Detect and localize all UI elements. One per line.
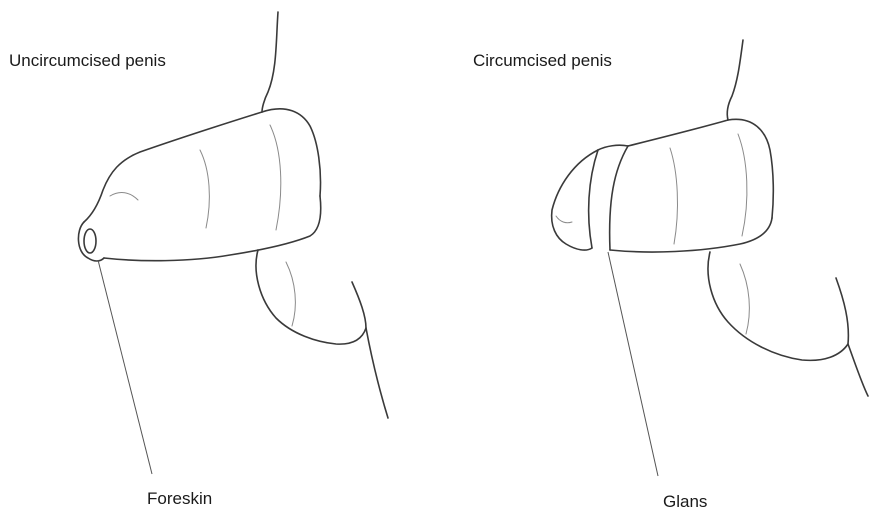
left-shaft-end <box>262 109 321 196</box>
left-fold-3 <box>270 125 281 230</box>
uncircumcised-illustration <box>78 12 388 418</box>
right-shaft-bottom <box>610 218 772 252</box>
uncircumcised-label: Uncircumcised penis <box>9 52 166 69</box>
right-body-contour <box>727 40 743 120</box>
left-body-contour <box>262 12 278 112</box>
left-scrotum-fold <box>286 262 295 326</box>
right-glans <box>552 150 598 250</box>
right-glans-meatus <box>556 216 572 223</box>
right-corona-outer <box>610 146 628 250</box>
right-shaft-top <box>628 120 728 146</box>
left-shaft-bottom <box>104 196 321 261</box>
left-foreskin-opening <box>84 229 96 253</box>
right-corona-inner <box>589 150 598 248</box>
foreskin-leader-line <box>98 260 152 474</box>
left-fold-2 <box>200 150 209 228</box>
left-fold-1 <box>110 193 138 200</box>
right-leg-contour <box>836 278 868 396</box>
right-shaft-end <box>728 119 773 218</box>
circumcised-label: Circumcised penis <box>473 52 612 69</box>
right-corona-cap <box>598 145 628 150</box>
glans-leader-line <box>608 252 658 476</box>
left-leg-contour <box>352 282 388 418</box>
right-scrotum-fold <box>740 264 749 334</box>
left-shaft-top <box>84 112 262 222</box>
right-fold-2 <box>738 134 747 236</box>
right-scrotum <box>708 252 848 360</box>
foreskin-label: Foreskin <box>147 490 212 507</box>
left-scrotum <box>256 250 366 344</box>
right-fold-1 <box>670 148 677 244</box>
circumcised-illustration <box>552 40 868 396</box>
left-foreskin-tip <box>78 222 104 261</box>
glans-label: Glans <box>663 493 707 510</box>
